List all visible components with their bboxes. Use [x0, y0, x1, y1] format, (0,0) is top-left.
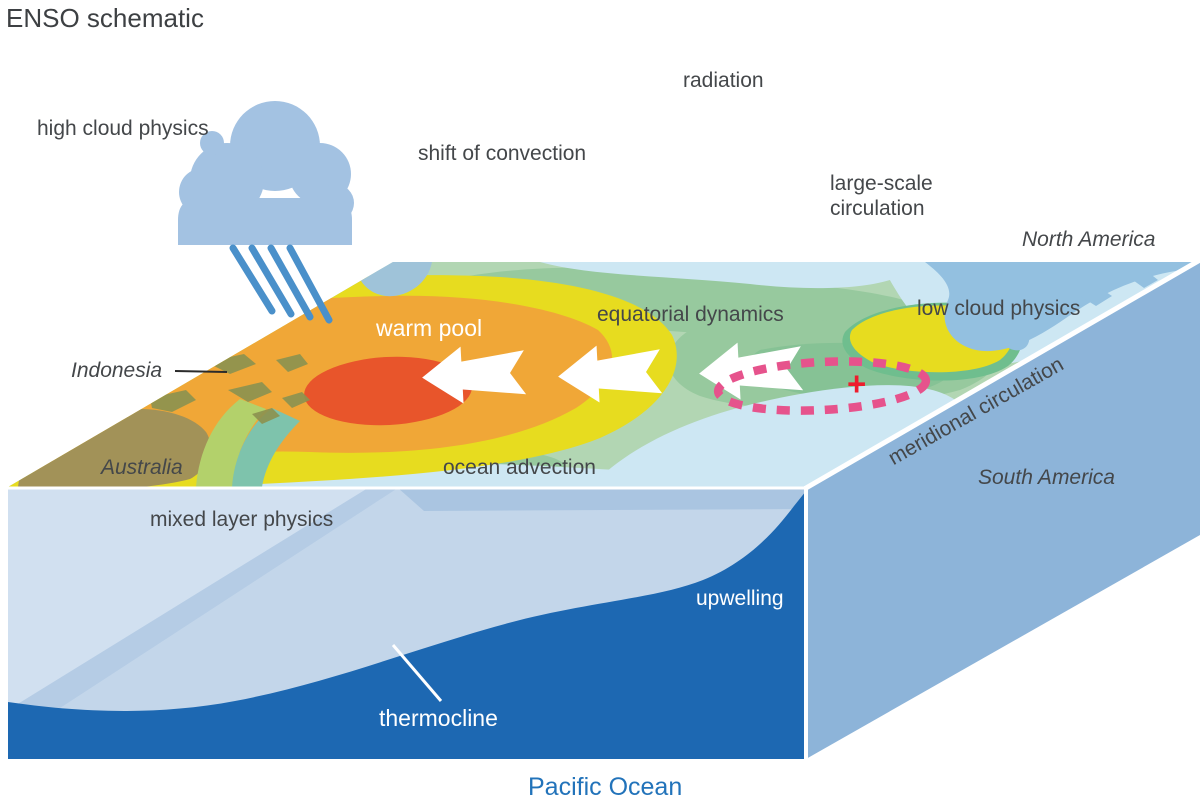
west-flow-arrow-icon: [558, 345, 663, 403]
deep-ocean-below-thermocline: [8, 491, 806, 759]
thermocline-pointer-line: [391, 644, 443, 702]
label-radiation: radiation: [683, 69, 764, 92]
rain-cloud-icon: [178, 101, 354, 324]
anomaly-ellipse-icon: [713, 357, 931, 415]
label-warm-pool: warm pool: [376, 315, 483, 341]
label-large-scale-circulation: large-scale circulation: [830, 172, 933, 220]
page-title: ENSO schematic: [6, 3, 204, 33]
west-flow-arrow-icon: [699, 342, 804, 400]
ocean-side-face: [806, 260, 1200, 759]
label-north-america: North America: [1022, 228, 1156, 251]
label-australia: Australia: [101, 456, 183, 479]
label-south-america: South America: [978, 466, 1115, 489]
west-flow-arrow-icon: [422, 346, 527, 404]
label-indonesia: Indonesia: [71, 359, 163, 382]
label-equatorial-dynamics: equatorial dynamics: [597, 303, 784, 326]
plus-icon: +: [847, 365, 867, 402]
rain-streaks-icon: [229, 244, 333, 324]
label-high-cloud-physics: high cloud physics: [37, 117, 209, 140]
label-ocean-advection: ocean advection: [443, 456, 596, 479]
label-thermocline: thermocline: [379, 705, 498, 731]
north-america-landmass: [925, 262, 1197, 352]
ocean-front-face: [8, 487, 806, 759]
label-pacific-ocean: Pacific Ocean: [528, 773, 683, 801]
surface-side-seam: [804, 257, 1200, 491]
west-flow-arrows: [422, 342, 804, 404]
label-upwelling: upwelling: [696, 587, 784, 610]
label-shift-of-convection: shift of convection: [418, 142, 587, 165]
label-low-cloud-physics: low cloud physics: [917, 297, 1081, 320]
label-mixed-layer-physics: mixed layer physics: [150, 508, 334, 531]
indonesia-pointer-line: [174, 370, 228, 373]
